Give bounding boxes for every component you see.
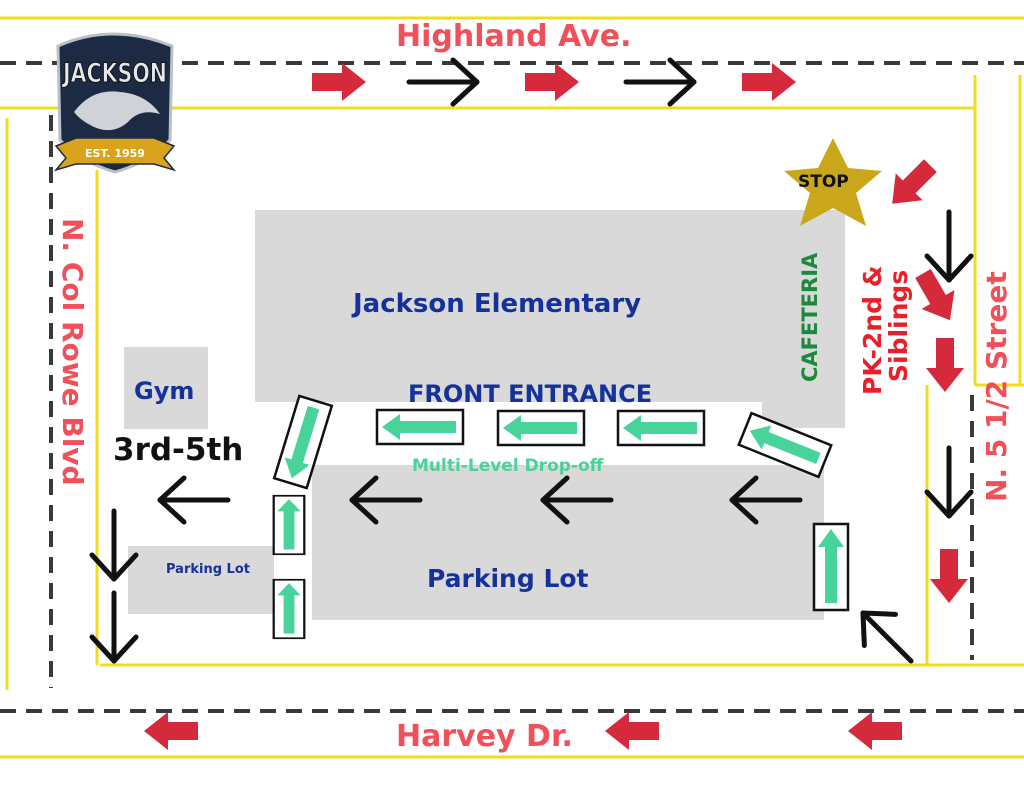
panther-icon [74,91,160,131]
drop-off-label: Multi-Level Drop-off [412,456,604,476]
parking-lot-label: Parking Lot [427,564,589,593]
logo-name: JACKSON [61,58,167,89]
street-highland: Highland Ave. [396,19,632,54]
small-parking-lot-area [128,546,274,614]
pk-siblings-label-line1: PK-2nd & [858,265,887,396]
cafeteria-label: CAFETERIA [798,252,822,382]
pk-siblings-label-line2: Siblings [884,269,913,382]
logo-est: EST. 1959 [85,147,145,160]
street-col-rowe: N. Col Rowe Blvd [56,218,89,486]
main-building-label: Jackson Elementary [353,289,642,319]
small-parking-lot-label: Parking Lot [166,562,250,577]
street-harvey: Harvey Dr. [396,719,573,754]
gym-label: Gym [134,377,195,405]
main-building [255,210,762,402]
street-5-half: N. 5 1/2 Street [980,271,1013,502]
grades-3-5-label: 3rd-5th [113,432,244,468]
cafeteria-building [762,210,845,428]
logo-ribbon [53,137,177,172]
gym-building [124,347,208,429]
front-entrance-label: FRONT ENTRANCE [408,380,653,408]
stop-label: STOP [798,172,849,192]
stop-star-icon [784,138,882,226]
